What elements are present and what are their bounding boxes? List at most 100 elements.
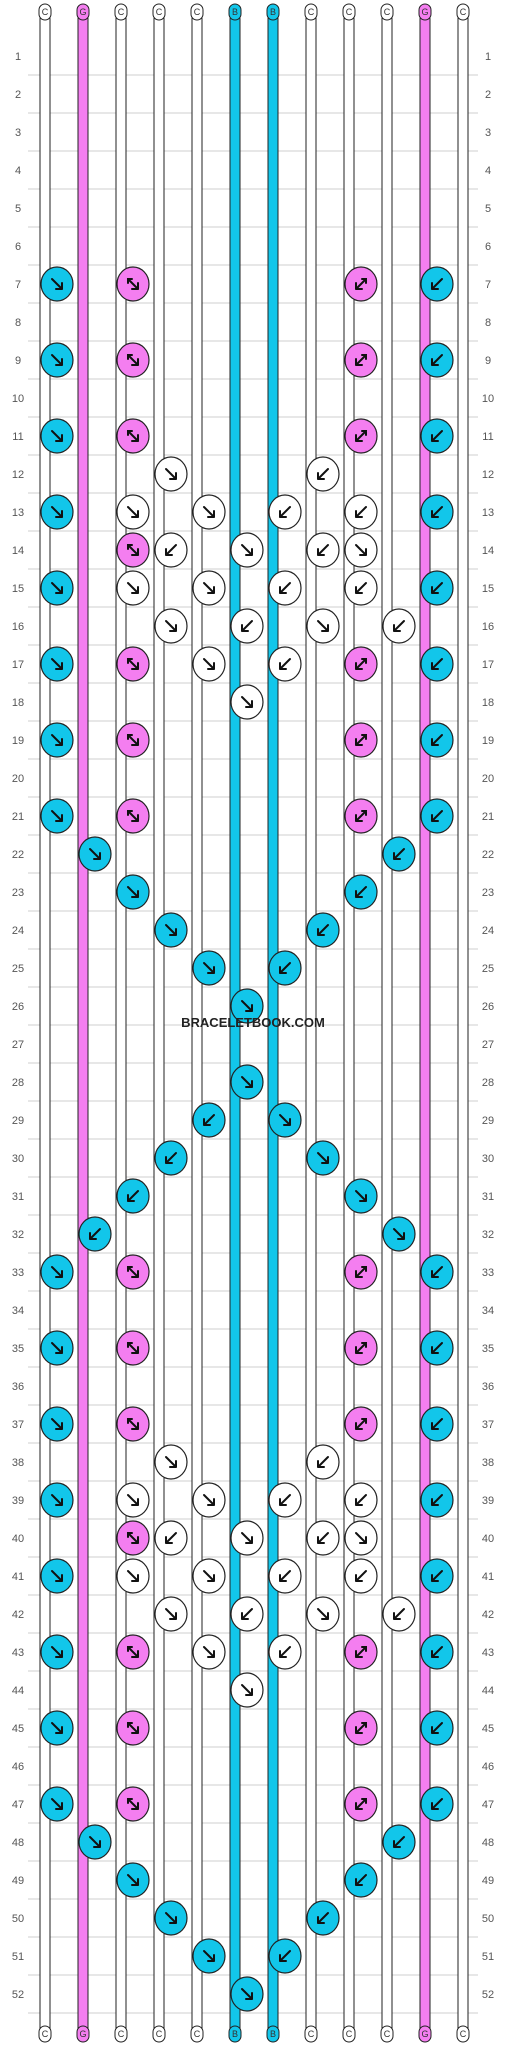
knot[interactable] [192, 1634, 226, 1670]
knot[interactable] [154, 456, 188, 492]
knot[interactable] [40, 1254, 74, 1290]
knot[interactable] [306, 1520, 340, 1556]
knot[interactable] [192, 494, 226, 530]
knot[interactable] [344, 1178, 378, 1214]
knot[interactable] [40, 1786, 74, 1822]
knot[interactable] [230, 988, 264, 1024]
knot[interactable] [78, 1824, 112, 1860]
knot[interactable] [116, 1558, 150, 1594]
knot[interactable] [344, 532, 378, 568]
knot[interactable] [420, 1558, 454, 1594]
knot[interactable] [40, 1634, 74, 1670]
knot[interactable] [192, 570, 226, 606]
knot[interactable] [192, 1102, 226, 1138]
knot[interactable] [116, 266, 150, 302]
knot[interactable] [268, 1558, 302, 1594]
knot[interactable] [116, 1178, 150, 1214]
knot[interactable] [268, 494, 302, 530]
knot[interactable] [154, 912, 188, 948]
knot[interactable] [306, 1596, 340, 1632]
knot[interactable] [116, 570, 150, 606]
knot[interactable] [420, 570, 454, 606]
knot[interactable] [420, 1482, 454, 1518]
knot[interactable] [40, 418, 74, 454]
knot[interactable] [420, 1786, 454, 1822]
knot[interactable] [344, 1634, 378, 1670]
knot[interactable] [420, 1406, 454, 1442]
knot[interactable] [344, 1786, 378, 1822]
knot[interactable] [268, 646, 302, 682]
knot[interactable] [420, 722, 454, 758]
knot[interactable] [40, 798, 74, 834]
knot[interactable] [344, 1330, 378, 1366]
knot[interactable] [230, 1976, 264, 2012]
knot[interactable] [306, 1140, 340, 1176]
knot[interactable] [230, 532, 264, 568]
knot[interactable] [344, 646, 378, 682]
knot[interactable] [344, 874, 378, 910]
knot[interactable] [154, 1596, 188, 1632]
knot[interactable] [420, 1634, 454, 1670]
knot[interactable] [116, 1254, 150, 1290]
knot[interactable] [268, 1634, 302, 1670]
knot[interactable] [382, 1824, 416, 1860]
knot[interactable] [40, 646, 74, 682]
knot[interactable] [306, 456, 340, 492]
knot[interactable] [154, 1140, 188, 1176]
knot[interactable] [306, 912, 340, 948]
knot[interactable] [344, 1482, 378, 1518]
knot[interactable] [344, 798, 378, 834]
knot[interactable] [344, 494, 378, 530]
knot[interactable] [306, 1900, 340, 1936]
knot[interactable] [420, 266, 454, 302]
knot[interactable] [40, 722, 74, 758]
knot[interactable] [116, 646, 150, 682]
knot[interactable] [116, 1862, 150, 1898]
knot[interactable] [116, 722, 150, 758]
knot[interactable] [344, 1558, 378, 1594]
knot[interactable] [78, 836, 112, 872]
knot[interactable] [192, 1938, 226, 1974]
knot[interactable] [382, 608, 416, 644]
knot[interactable] [344, 1862, 378, 1898]
knot[interactable] [420, 342, 454, 378]
knot[interactable] [306, 1444, 340, 1480]
knot[interactable] [116, 342, 150, 378]
knot[interactable] [116, 418, 150, 454]
knot[interactable] [230, 1520, 264, 1556]
knot[interactable] [230, 1064, 264, 1100]
knot[interactable] [192, 646, 226, 682]
knot[interactable] [306, 532, 340, 568]
knot[interactable] [268, 570, 302, 606]
knot[interactable] [268, 950, 302, 986]
knot[interactable] [40, 1406, 74, 1442]
knot[interactable] [116, 494, 150, 530]
knot[interactable] [116, 1710, 150, 1746]
knot[interactable] [344, 1520, 378, 1556]
knot[interactable] [420, 418, 454, 454]
knot[interactable] [40, 342, 74, 378]
knot[interactable] [116, 1406, 150, 1442]
knot[interactable] [344, 342, 378, 378]
knot[interactable] [420, 494, 454, 530]
knot[interactable] [40, 494, 74, 530]
knot[interactable] [40, 1330, 74, 1366]
knot[interactable] [382, 1216, 416, 1252]
knot[interactable] [344, 1710, 378, 1746]
knot[interactable] [344, 1254, 378, 1290]
knot[interactable] [116, 1482, 150, 1518]
knot[interactable] [306, 608, 340, 644]
knot[interactable] [40, 1558, 74, 1594]
knot[interactable] [154, 532, 188, 568]
knot[interactable] [344, 1406, 378, 1442]
knot[interactable] [344, 418, 378, 454]
knot[interactable] [154, 608, 188, 644]
knot[interactable] [116, 1634, 150, 1670]
knot[interactable] [192, 950, 226, 986]
knot[interactable] [230, 608, 264, 644]
knot[interactable] [382, 1596, 416, 1632]
knot[interactable] [344, 570, 378, 606]
knot[interactable] [154, 1520, 188, 1556]
knot[interactable] [78, 1216, 112, 1252]
knot[interactable] [116, 532, 150, 568]
